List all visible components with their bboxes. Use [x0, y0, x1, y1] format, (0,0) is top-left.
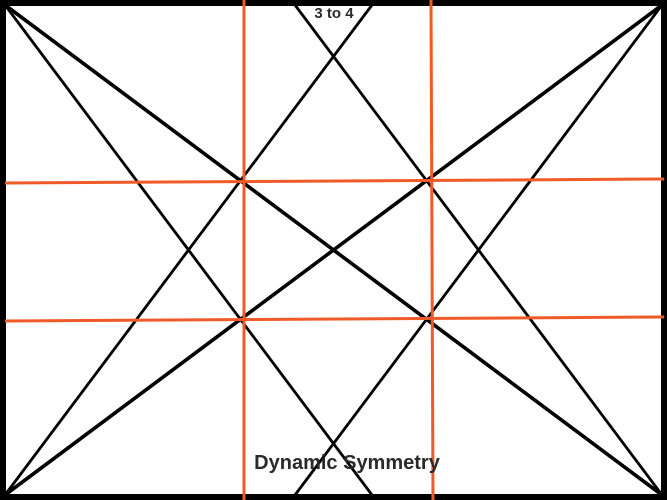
- horizontal-guide-top: [4, 177, 665, 185]
- diagram-caption: Dynamic Symmetry: [254, 452, 441, 474]
- main-diagonal-up: [3, 3, 664, 497]
- ratio-label: 3 to 4: [314, 5, 354, 22]
- reciprocal-line-bottom-right: [293, 4, 664, 496]
- horizontal-guide-bottom: [4, 315, 665, 323]
- reciprocal-line-bottom-left: [3, 4, 374, 496]
- vertical-guide-right: [429, 0, 435, 500]
